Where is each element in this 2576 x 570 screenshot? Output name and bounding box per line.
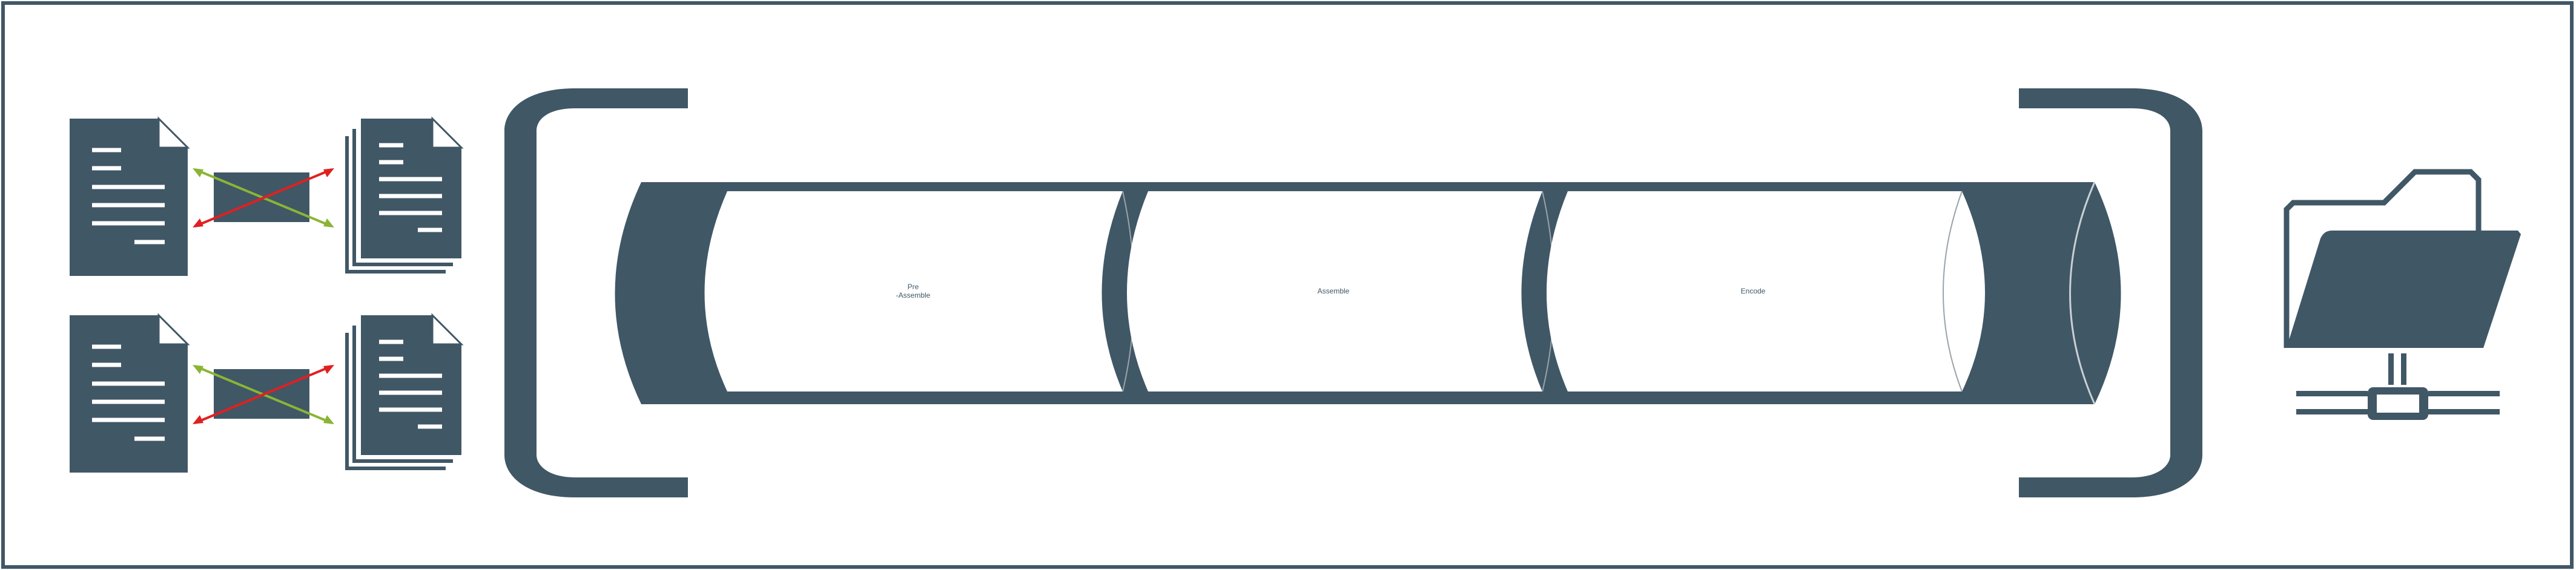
stage-label: Encode	[1741, 287, 1766, 295]
network-connector-icon	[2296, 353, 2500, 420]
stage-label: -Assemble	[896, 291, 931, 300]
stage-label: Assemble	[1318, 287, 1350, 295]
right-bracket	[2019, 88, 2202, 497]
stage-assemble: Assemble	[1127, 191, 1555, 392]
input-pair-top	[70, 116, 464, 276]
swap-arrows-icon	[193, 168, 334, 228]
document-stack-icon	[345, 116, 464, 274]
pipeline-tube: Pre -Assemble Assemble Encode	[615, 182, 2121, 405]
document-stack-icon	[345, 313, 464, 470]
document-icon	[70, 313, 190, 473]
stage-pre-assemble: Pre -Assemble	[704, 191, 1135, 392]
left-bracket	[504, 88, 688, 497]
stage-label: Pre	[908, 283, 919, 291]
folder-icon	[2284, 169, 2521, 348]
stage-encode: Encode	[1547, 191, 1985, 392]
document-icon	[70, 116, 190, 276]
swap-arrows-icon	[193, 365, 334, 424]
input-pair-bottom	[70, 313, 464, 473]
